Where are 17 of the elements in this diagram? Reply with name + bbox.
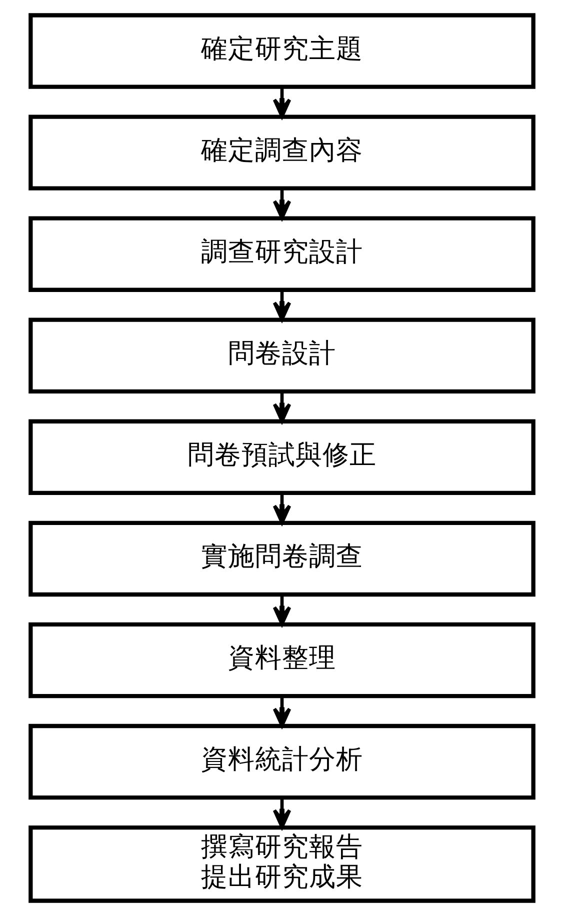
- arrow: [272, 87, 291, 118]
- arrow: [272, 696, 291, 728]
- arrow: [272, 392, 291, 423]
- arrow: [272, 188, 291, 220]
- node-box: 問卷預試與修正: [28, 419, 535, 496]
- arrow: [272, 594, 291, 626]
- node-box: 問卷設計: [28, 318, 535, 394]
- arrow: [272, 798, 291, 829]
- node-box: 確定研究主題: [28, 13, 535, 89]
- arrow: [272, 493, 291, 524]
- node-box: 實施問卷調查: [28, 520, 535, 597]
- node-box: 撰寫研究報告 提出研究成果: [28, 825, 535, 903]
- node-box: 資料整理: [28, 622, 535, 698]
- node-box: 確定調查內容: [28, 114, 535, 190]
- node-box: 調查研究設計: [28, 216, 535, 292]
- node-box: 資料統計分析: [28, 724, 535, 800]
- arrow: [272, 290, 291, 322]
